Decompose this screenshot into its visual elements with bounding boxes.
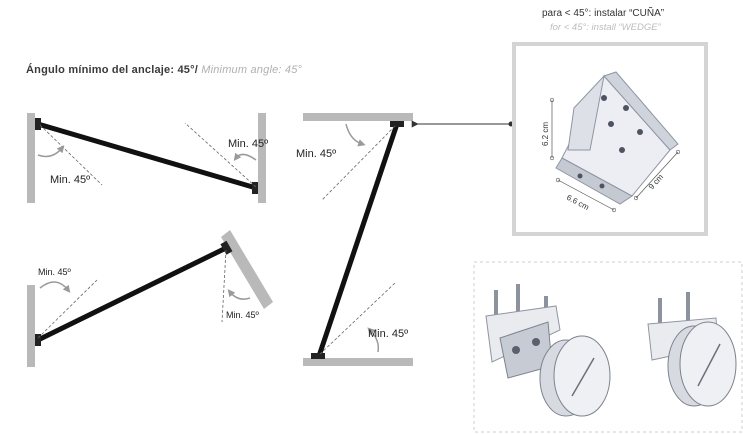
anchor-bracket <box>35 118 41 130</box>
minimum-angle-heading: Ángulo mínimo del anclaje: 45°/ Minimum … <box>26 64 302 76</box>
angle-guide <box>184 122 257 188</box>
left-wall <box>27 285 35 367</box>
pulley-panel-frame <box>473 261 743 433</box>
angle-label: Min. 45º <box>296 148 337 160</box>
right-wall <box>258 113 266 203</box>
angle-arc <box>37 145 65 158</box>
angle-guide <box>221 249 227 323</box>
floor <box>303 358 413 366</box>
angle-label: Min. 45º <box>38 267 71 277</box>
angle-guide <box>321 125 396 201</box>
heading-english: Minimum angle: 45° <box>197 64 303 76</box>
diagram-wall-to-wall <box>27 113 266 203</box>
tilted-wall <box>221 230 273 309</box>
angle-guide <box>37 279 98 339</box>
diagram-wall-to-tilted-wall <box>27 230 273 367</box>
heading-spanish: Ángulo mínimo del anclaje: 45°/ <box>26 64 198 76</box>
wedge-caption-english: for < 45°: install “WEDGE” <box>550 22 661 33</box>
anchor-bracket <box>220 240 233 255</box>
anchor-bracket <box>35 334 41 346</box>
wedge-illustration <box>555 71 679 205</box>
angle-arc <box>39 281 71 293</box>
anchor-beam <box>316 123 400 357</box>
dimension-line-width <box>557 179 615 211</box>
wedge-caption-spanish: para < 45°: instalar “CUÑA” <box>542 8 665 19</box>
anchor-beam <box>37 121 257 191</box>
angle-arc <box>227 289 251 300</box>
angle-label: Min. 45º <box>226 310 259 320</box>
diagram-ceiling-to-floor <box>303 113 514 366</box>
angle-label: Min. 45º <box>368 328 409 340</box>
dimension-line-depth <box>635 151 679 199</box>
anchor-bracket <box>311 353 325 359</box>
dimension-height-label: 6.2 cm <box>541 122 550 146</box>
ceiling <box>303 113 413 121</box>
angle-guide <box>39 124 103 186</box>
anchor-beam <box>36 245 228 343</box>
pulley-panel <box>473 261 743 433</box>
anchor-bracket <box>390 121 404 127</box>
angle-guide <box>319 282 396 355</box>
angle-arc <box>233 152 257 161</box>
angle-arc <box>367 327 380 353</box>
wedge-panel: 6.2 cm 6.6 cm 9 cm <box>512 42 708 236</box>
pulley-assembly-with-wedge <box>485 284 611 417</box>
angle-label: Min. 45º <box>228 138 269 150</box>
angle-label: Min. 45º <box>50 174 91 186</box>
anchor-bracket <box>252 182 258 194</box>
left-wall <box>27 113 35 203</box>
pulley-assembly <box>647 292 737 407</box>
angle-arc <box>345 123 366 147</box>
